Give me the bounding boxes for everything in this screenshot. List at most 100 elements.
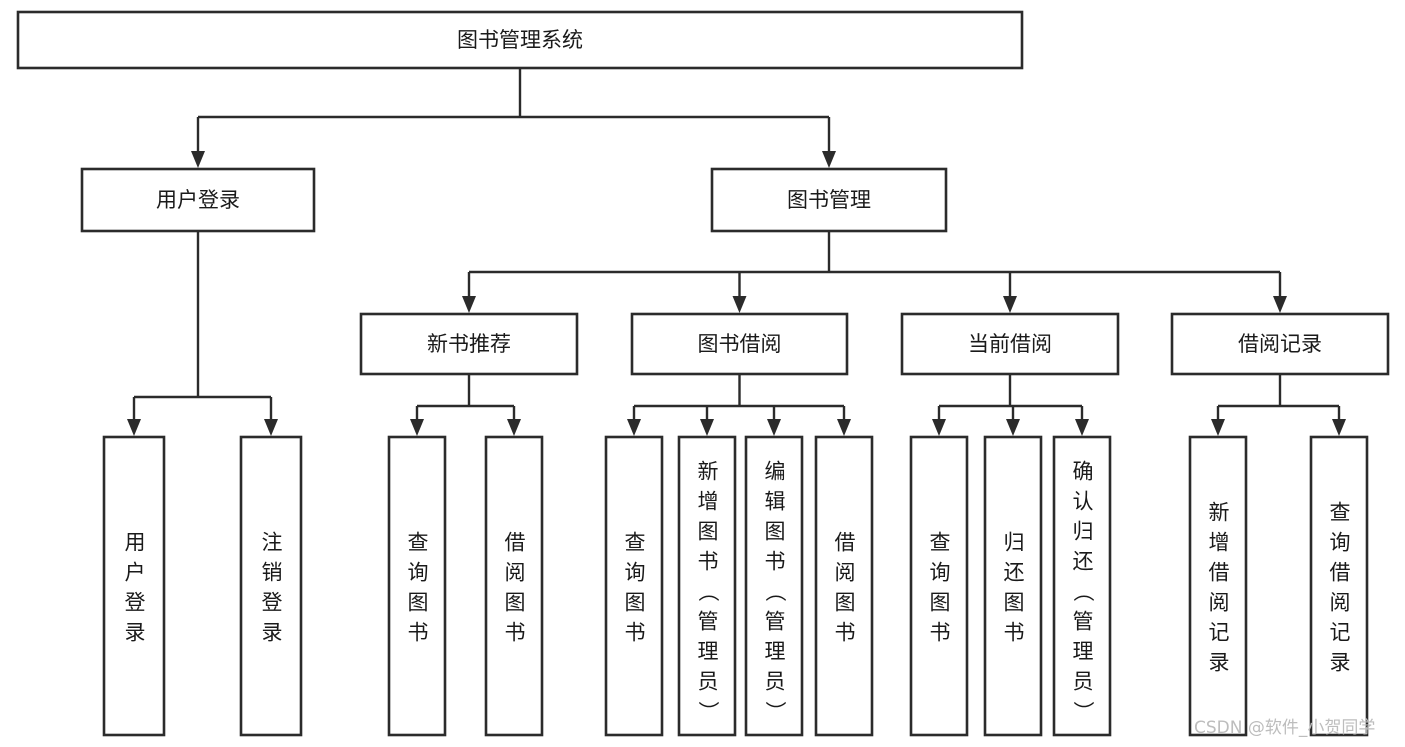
node-label-char: 书 bbox=[698, 549, 719, 573]
node-label-char: 认 bbox=[1073, 489, 1094, 513]
node-label-char: （ bbox=[1071, 581, 1095, 602]
node-label-char: 图 bbox=[625, 590, 646, 614]
node-label-char: ） bbox=[1071, 701, 1095, 722]
node-label-char: 员 bbox=[765, 669, 786, 693]
node-label: 借阅记录 bbox=[1238, 332, 1322, 356]
node-box[interactable] bbox=[630, 312, 849, 376]
node-box[interactable] bbox=[1188, 435, 1248, 737]
node-label-char: 确 bbox=[1073, 459, 1094, 483]
node-box[interactable] bbox=[814, 435, 874, 737]
node-label-char: 图 bbox=[835, 590, 856, 614]
node-label-char: 图 bbox=[765, 519, 786, 543]
connector-group-l2_current bbox=[932, 374, 1089, 436]
node-box[interactable] bbox=[484, 435, 544, 737]
node-box[interactable] bbox=[604, 435, 664, 737]
node-label: 新书推荐 bbox=[427, 332, 511, 356]
node-box[interactable] bbox=[983, 435, 1043, 737]
node-box[interactable] bbox=[900, 312, 1120, 376]
node-label-char: 管 bbox=[698, 609, 719, 633]
node-label-char: 理 bbox=[1073, 639, 1094, 663]
node-box[interactable] bbox=[909, 435, 969, 737]
node-label-char: ） bbox=[696, 701, 720, 722]
node-label-char: 销 bbox=[262, 560, 283, 584]
node-box[interactable] bbox=[1309, 435, 1369, 737]
node-label-char: 书 bbox=[930, 620, 951, 644]
node-box[interactable] bbox=[1170, 312, 1390, 376]
node-box[interactable] bbox=[387, 435, 447, 737]
node-box[interactable] bbox=[744, 435, 804, 737]
node-label-char: 询 bbox=[408, 560, 429, 584]
node-box[interactable] bbox=[239, 435, 303, 737]
node-label-char: 查 bbox=[625, 530, 646, 554]
node-label-char: 询 bbox=[1330, 530, 1351, 554]
node-root[interactable]: 图书管理系统 bbox=[16, 10, 1024, 70]
node-label-char: 理 bbox=[698, 639, 719, 663]
node-label-char: 录 bbox=[125, 620, 146, 644]
node-label: 用户登录 bbox=[125, 530, 146, 644]
node-label-char: 新 bbox=[698, 459, 719, 483]
node-box[interactable] bbox=[1052, 435, 1112, 737]
node-label-char: 归 bbox=[1004, 530, 1025, 554]
node-label-char: 书 bbox=[408, 620, 429, 644]
node-label-char: 借 bbox=[1209, 560, 1230, 584]
node-label-char: 登 bbox=[125, 590, 146, 614]
node-label: 图书管理系统 bbox=[457, 28, 583, 52]
node-label-char: 录 bbox=[1330, 650, 1351, 674]
node-box[interactable] bbox=[80, 167, 316, 233]
node-label-char: 注 bbox=[262, 530, 283, 554]
node-label-char: 图 bbox=[930, 590, 951, 614]
node-box[interactable] bbox=[16, 10, 1024, 70]
connector-layer bbox=[127, 68, 1346, 436]
node-label-char: （ bbox=[696, 581, 720, 602]
node-label-char: 图 bbox=[505, 590, 526, 614]
node-leaf-user-login[interactable]: 用户登录 bbox=[102, 435, 166, 737]
node-l2-record[interactable]: 借阅记录 bbox=[1170, 312, 1390, 376]
node-label-char: 借 bbox=[505, 530, 526, 554]
node-label-char: 阅 bbox=[1209, 590, 1230, 614]
node-box[interactable] bbox=[102, 435, 166, 737]
node-label-char: 编 bbox=[765, 459, 786, 483]
watermark-label: CSDN @软件_小贺同学 bbox=[1194, 718, 1375, 738]
node-label-char: 增 bbox=[1209, 530, 1230, 554]
node-label-char: 录 bbox=[1209, 650, 1230, 674]
node-label-char: 辑 bbox=[765, 489, 786, 513]
node-l2-current[interactable]: 当前借阅 bbox=[900, 312, 1120, 376]
node-label-char: ） bbox=[763, 701, 787, 722]
node-label-char: 员 bbox=[698, 669, 719, 693]
node-label-char: 图 bbox=[698, 519, 719, 543]
node-label-char: 户 bbox=[125, 560, 146, 584]
node-l1-book-manage[interactable]: 图书管理 bbox=[710, 167, 948, 233]
node-box[interactable] bbox=[677, 435, 737, 737]
connector-group-root bbox=[191, 68, 836, 168]
node-l2-new-book[interactable]: 新书推荐 bbox=[359, 312, 579, 376]
node-label: 用户登录 bbox=[156, 188, 240, 212]
node-label-char: 记 bbox=[1330, 620, 1351, 644]
node-l1-user-login[interactable]: 用户登录 bbox=[80, 167, 316, 233]
node-l2-borrow[interactable]: 图书借阅 bbox=[630, 312, 849, 376]
node-box[interactable] bbox=[359, 312, 579, 376]
node-label-char: 员 bbox=[1073, 669, 1094, 693]
node-box[interactable] bbox=[710, 167, 948, 233]
node-label-char: 新 bbox=[1209, 500, 1230, 524]
